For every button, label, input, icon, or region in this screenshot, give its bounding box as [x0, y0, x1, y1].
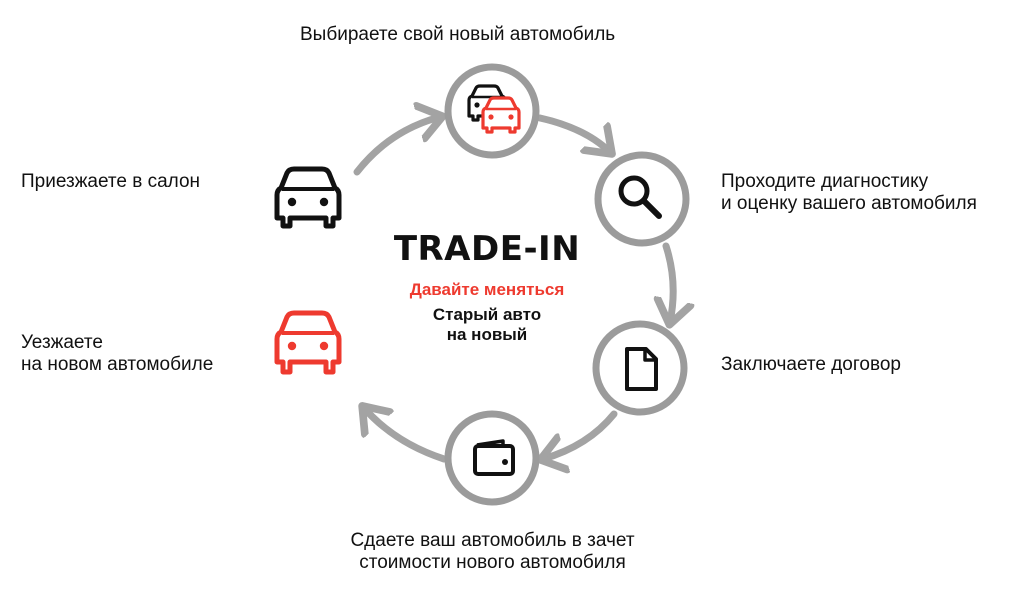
- step-diagnostics-line-1: Проходите диагностику: [721, 171, 929, 192]
- arrow-diagnostics-to-contract: [666, 242, 673, 322]
- step-handover-line-1: Сдаете ваш автомобиль в зачет: [350, 530, 635, 551]
- step-diagnostics-node: [594, 151, 690, 247]
- arrow-handover-to-leave: [364, 408, 448, 463]
- step-handover-node: [444, 410, 540, 506]
- arrow-contract-to-handover: [543, 410, 618, 459]
- wallet-icon: [473, 439, 515, 476]
- arrow-arrive-to-choose: [353, 117, 440, 176]
- step-handover-line-2: стоимости нового автомобиля: [359, 552, 626, 573]
- car-icon: [274, 166, 342, 229]
- center-note-line-2: на новый: [446, 325, 528, 344]
- center-subtitle: Давайте меняться: [409, 280, 565, 299]
- step-leave-line-2: на новом автомобиле: [21, 354, 214, 375]
- center-title: TRADE-IN: [393, 229, 581, 269]
- step-diagnostics-line-2: и оценку вашего автомобиля: [721, 193, 977, 214]
- arrow-choose-to-diagnostics: [536, 114, 610, 152]
- step-choose-node: [444, 63, 540, 159]
- step-contract-label: Заключаете договор: [721, 354, 901, 375]
- document-icon: [625, 347, 658, 391]
- magnifier-icon: [618, 175, 662, 219]
- step-diagnostics-label: Проходите диагностику и оценку вашего ав…: [721, 171, 977, 215]
- step-arrive-label: Приезжаете в салон: [21, 171, 201, 192]
- step-contract-node: [592, 320, 688, 416]
- step-handover-label: Сдаете ваш автомобиль в зачет стоимости …: [300, 530, 685, 574]
- step-choose-label: Выбираете свой новый автомобиль: [300, 24, 616, 45]
- center-note: Старый авто на новый: [332, 305, 642, 345]
- step-leave-label: Уезжаете на новом автомобиле: [21, 332, 213, 376]
- step-leave-line-1: Уезжаете: [21, 332, 103, 353]
- center-note-line-1: Старый авто: [432, 305, 542, 324]
- car-icon: [274, 310, 342, 375]
- two-cars-icon: [467, 84, 521, 134]
